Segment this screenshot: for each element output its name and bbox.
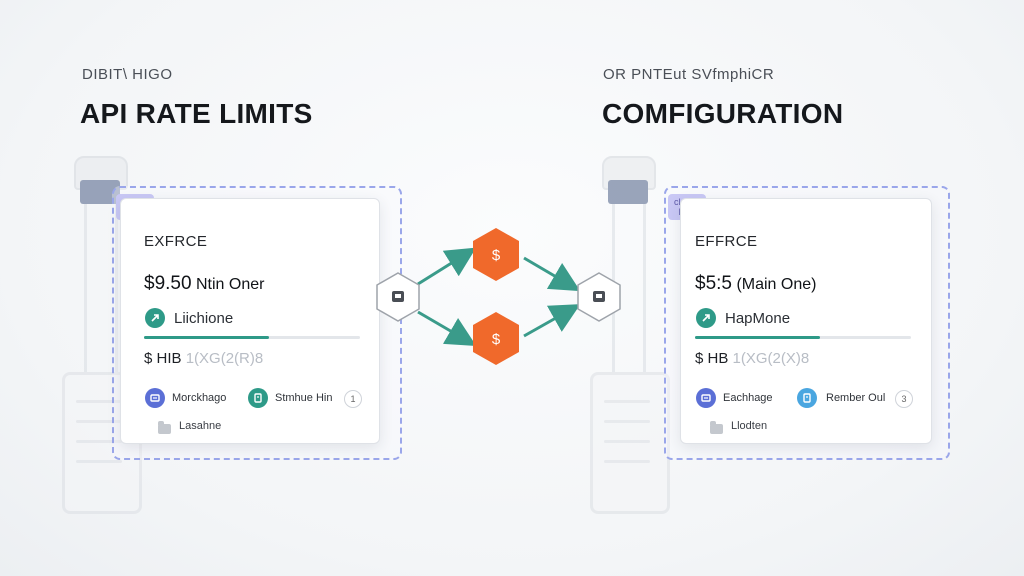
left-price: $9.50 Ntin Oner xyxy=(144,273,264,295)
left-heading: API RATE LIMITS xyxy=(80,98,313,129)
left-hb-faded: 1(XG(2(R)8 xyxy=(185,350,264,367)
receipt-icon[interactable] xyxy=(145,388,165,408)
link-icon xyxy=(145,308,165,328)
right-chip1-label[interactable]: Eachhage xyxy=(723,392,773,404)
right-chip-count[interactable]: 3 xyxy=(895,390,913,408)
right-chip2-label[interactable]: Rember Oul xyxy=(826,392,886,404)
top-hex-symbol: $ xyxy=(492,247,501,264)
link-icon xyxy=(696,308,716,328)
cpu-node-icon xyxy=(577,272,621,322)
folder-icon xyxy=(710,421,723,434)
left-price-suffix: Ntin Oner xyxy=(196,276,265,293)
arrow-icon xyxy=(523,304,581,338)
left-chip1-label[interactable]: Morckhago xyxy=(172,392,227,404)
right-row-label: HapMone xyxy=(725,310,791,327)
left-eyebrow: DIBIT\ HIGO xyxy=(82,66,173,83)
right-hb-faded: 1(XG(2(X)8 xyxy=(732,350,810,367)
left-hb-text: $ HIB xyxy=(144,350,182,367)
right-card-title: EFFRCE xyxy=(695,233,758,250)
left-chip-count[interactable]: 1 xyxy=(344,390,362,408)
right-price-amount: $5:5 xyxy=(695,273,732,294)
right-price-suffix: (Main One) xyxy=(736,276,817,293)
tag-icon[interactable] xyxy=(797,388,817,408)
right-hb: $ HB 1(XG(2(X)8 xyxy=(695,350,809,367)
right-price: $5:5 (Main One) xyxy=(695,273,816,295)
tag-icon[interactable] xyxy=(248,388,268,408)
left-hb: $ HIB 1(XG(2(R)8 xyxy=(144,350,263,367)
dollar-hex-icon: $ xyxy=(473,312,519,365)
bottom-hex-symbol: $ xyxy=(492,331,501,348)
right-hb-text: $ HB xyxy=(695,350,729,367)
left-row-label: Liichione xyxy=(174,310,234,327)
left-chip2-label[interactable]: Stmhue Hin xyxy=(275,392,333,404)
arrow-icon xyxy=(523,256,581,292)
arrow-icon xyxy=(417,247,477,286)
dollar-hex-icon: $ xyxy=(473,228,519,281)
right-eyebrow: OR PNTEut SVfmphiCR xyxy=(603,66,775,83)
right-heading: COMFIGURATION xyxy=(602,98,844,129)
left-price-amount: $9.50 xyxy=(144,273,192,294)
left-card-title: EXFRCE xyxy=(144,233,208,250)
cpu-node-icon xyxy=(376,272,420,322)
left-progress-bar xyxy=(144,336,360,339)
folder-icon xyxy=(158,421,171,434)
right-progress-fill xyxy=(695,336,821,339)
left-progress-fill xyxy=(144,336,270,339)
left-folder-label: Lasahne xyxy=(179,420,222,432)
receipt-icon[interactable] xyxy=(696,388,716,408)
arrow-icon xyxy=(417,310,477,347)
right-folder-label: Llodten xyxy=(731,420,768,432)
right-progress-bar xyxy=(695,336,911,339)
